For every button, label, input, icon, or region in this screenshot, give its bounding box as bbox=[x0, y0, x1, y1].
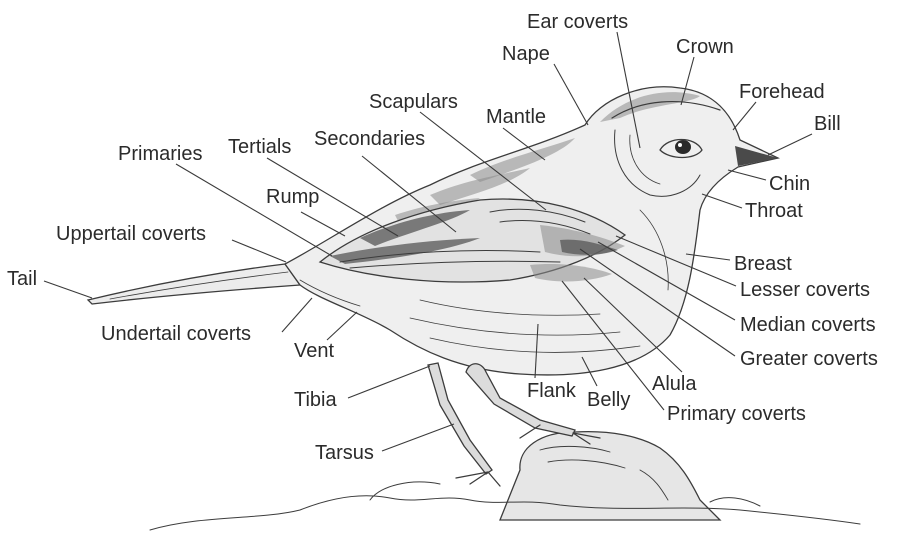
leader-bill bbox=[768, 134, 812, 155]
leader-chin bbox=[728, 170, 766, 180]
eye bbox=[675, 140, 691, 154]
label-uppertail-coverts: Uppertail coverts bbox=[56, 223, 206, 245]
leader-tarsus bbox=[382, 424, 454, 451]
label-tibia: Tibia bbox=[294, 389, 337, 411]
label-alula: Alula bbox=[652, 373, 697, 395]
leader-nape bbox=[554, 64, 588, 125]
tail-shape bbox=[88, 264, 300, 304]
label-tail: Tail bbox=[7, 268, 37, 290]
label-crown: Crown bbox=[676, 36, 734, 58]
leader-rump bbox=[301, 212, 345, 236]
label-scapulars: Scapulars bbox=[369, 91, 458, 113]
label-vent: Vent bbox=[294, 340, 334, 362]
leader-undertail-coverts bbox=[282, 298, 312, 332]
label-primaries: Primaries bbox=[118, 143, 202, 165]
label-median-coverts: Median coverts bbox=[740, 314, 876, 336]
label-bill: Bill bbox=[814, 113, 841, 135]
leader-vent bbox=[327, 312, 357, 340]
label-mantle: Mantle bbox=[486, 106, 546, 128]
label-nape: Nape bbox=[502, 43, 550, 65]
leader-uppertail-coverts bbox=[232, 240, 286, 262]
wing bbox=[320, 199, 625, 282]
label-undertail-coverts: Undertail coverts bbox=[101, 323, 251, 345]
label-belly: Belly bbox=[587, 389, 630, 411]
leader-tail bbox=[44, 281, 92, 298]
leader-forehead bbox=[733, 102, 756, 130]
label-chin: Chin bbox=[769, 173, 810, 195]
leader-throat bbox=[702, 194, 742, 208]
label-ear-coverts: Ear coverts bbox=[527, 11, 628, 33]
label-breast: Breast bbox=[734, 253, 792, 275]
label-forehead: Forehead bbox=[739, 81, 825, 103]
leader-tibia bbox=[348, 366, 430, 398]
label-flank: Flank bbox=[527, 380, 577, 402]
label-greater-coverts: Greater coverts bbox=[740, 348, 878, 370]
label-rump: Rump bbox=[266, 186, 319, 208]
label-throat: Throat bbox=[745, 200, 803, 222]
label-tertials: Tertials bbox=[228, 136, 291, 158]
label-primary-coverts: Primary coverts bbox=[667, 403, 806, 425]
label-secondaries: Secondaries bbox=[314, 128, 425, 150]
label-lesser-coverts: Lesser coverts bbox=[740, 279, 870, 301]
label-tarsus: Tarsus bbox=[315, 442, 374, 464]
rock-ground bbox=[150, 432, 860, 530]
